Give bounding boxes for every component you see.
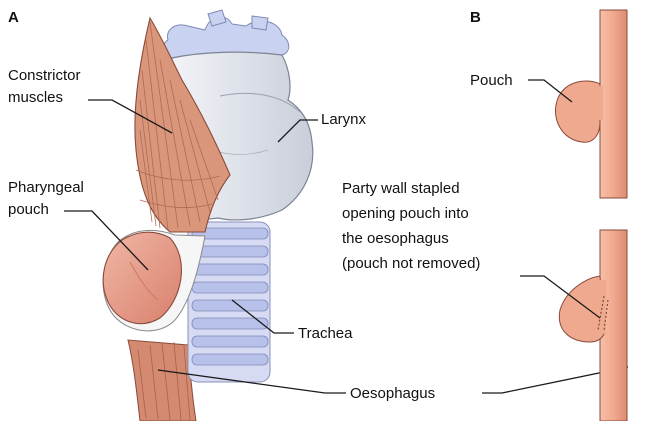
label-oesophagus: Oesophagus: [350, 385, 435, 402]
panel-label-b: B: [470, 9, 481, 26]
panel-label-a: A: [8, 9, 19, 26]
oesophagus-after-stapling: [559, 230, 627, 421]
label-trachea: Trachea: [298, 325, 353, 342]
label-larynx: Larynx: [321, 111, 367, 128]
label-party-wall-line2: opening pouch into: [342, 205, 469, 222]
label-party-wall-line1: Party wall stapled: [342, 180, 460, 197]
label-party-wall-line3: the oesophagus: [342, 230, 449, 247]
oesophagus-a: [128, 340, 196, 421]
label-pharyngeal-line1: Pharyngeal: [8, 179, 84, 196]
oesophagus-with-pouch: [555, 10, 627, 198]
label-party-wall-line4: (pouch not removed): [342, 255, 480, 272]
label-pharyngeal-line2: pouch: [8, 201, 49, 218]
label-constrictor-line2: muscles: [8, 89, 63, 106]
hyoid-cartilage: [162, 10, 289, 58]
label-pouch: Pouch: [470, 72, 513, 89]
label-constrictor-line1: Constrictor: [8, 67, 81, 84]
